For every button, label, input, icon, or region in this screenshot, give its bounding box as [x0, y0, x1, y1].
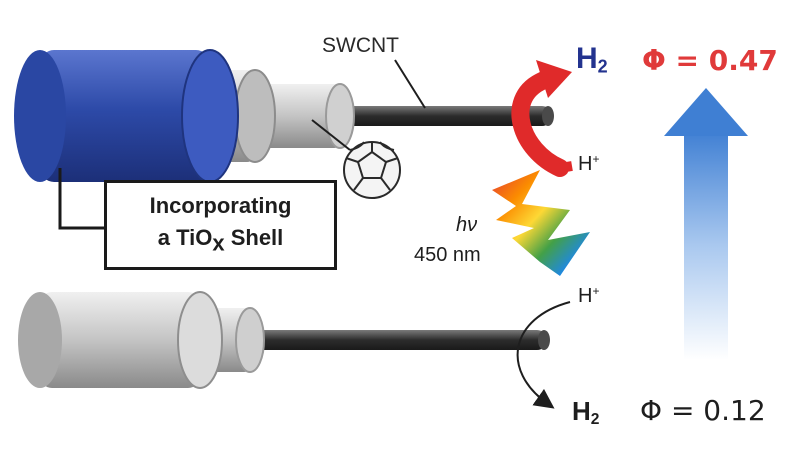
black-curved-arrow	[516, 301, 571, 409]
grey-layer-bottom-face	[235, 307, 265, 373]
swcnt-rod-bottom	[245, 330, 547, 350]
titania-shell-face	[325, 83, 355, 149]
fullerene-pointer	[311, 119, 351, 151]
bottom-wire	[18, 291, 550, 389]
blue-shell-left-cap	[14, 50, 66, 182]
top-wire	[14, 49, 554, 183]
shell-label-subscript: x	[212, 230, 225, 256]
shell-label-shell: Shell	[224, 225, 284, 251]
grey-shell-body	[40, 292, 200, 388]
shell-label-line1: Incorporating	[149, 193, 292, 219]
h2-product-bottom: H2	[572, 396, 599, 429]
grey-shell-left-cap	[18, 292, 62, 388]
wavelength-label: 450 nm	[414, 244, 481, 266]
h2-top-subscript: 2	[597, 56, 608, 77]
grey-shell-right-face	[177, 291, 223, 389]
h2-top-symbol: H	[576, 42, 598, 75]
swcnt-label: SWCNT	[322, 34, 399, 57]
blue-shell-body	[40, 50, 210, 182]
swcnt-pointer	[394, 59, 426, 109]
red-curved-arrow	[511, 60, 573, 177]
rainbow-light-icon	[492, 170, 590, 276]
shell-label-box: Incorporating a TiOx Shell	[104, 180, 337, 270]
quantum-yield-top: Φ = 0.47	[642, 44, 778, 77]
h-plus-bottom: H+	[578, 284, 599, 308]
swcnt-rod-top-end	[542, 106, 554, 126]
quantum-yield-bottom: Φ = 0.12	[640, 394, 766, 427]
blue-shell-right-face	[181, 49, 239, 183]
h2-product-top: H2	[576, 42, 608, 78]
efficiency-up-arrow	[664, 88, 748, 360]
shell-label-tio: a TiO	[157, 225, 213, 251]
grey-layer-top-face	[234, 69, 276, 163]
swcnt-rod-bottom-end	[538, 330, 550, 350]
shell-box-pointer	[58, 168, 104, 230]
h-plus-top-symbol: H	[578, 153, 593, 176]
h-plus-bottom-symbol: H	[578, 285, 593, 308]
shell-label-line2: a TiOx Shell	[158, 222, 284, 260]
fullerene-icon	[343, 141, 401, 199]
h2-bottom-symbol: H	[572, 396, 591, 426]
light-hv-label: hν	[456, 214, 478, 236]
h-plus-top: H+	[578, 152, 599, 176]
swcnt-rod-top	[330, 106, 552, 126]
h2-bottom-subscript: 2	[590, 410, 600, 428]
h-plus-top-superscript: +	[592, 152, 600, 166]
h-plus-bottom-superscript: +	[592, 284, 600, 298]
